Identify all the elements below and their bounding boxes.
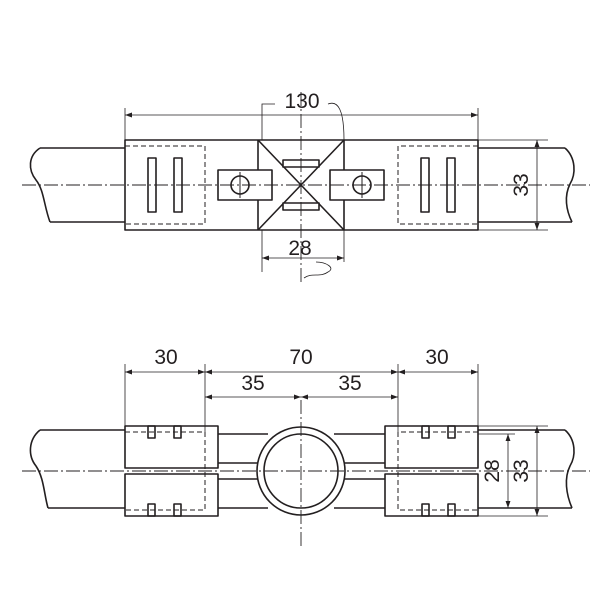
dim-top-center: 28	[261, 230, 345, 279]
dim-bottom-center-label: 70	[289, 346, 312, 369]
dim-bottom-outer-height-label: 33	[510, 459, 533, 482]
dim-top-center-label: 28	[288, 237, 311, 260]
dim-bottom-inner-height: 28	[478, 433, 515, 509]
bottom-left-clamp	[124, 425, 219, 517]
dim-top-overall: 130	[124, 90, 479, 141]
dim-bottom-row1: 30 70 30	[125, 346, 478, 375]
top-pipe-left	[29, 147, 125, 223]
dim-bottom-right-label: 30	[425, 346, 448, 369]
dim-bottom-inner-height-label: 28	[481, 459, 504, 482]
dim-top-height: 33	[478, 139, 548, 231]
dim-bottom-half-left-label: 35	[241, 372, 264, 395]
top-view: 130 33 28	[22, 90, 590, 282]
top-body-outline	[124, 139, 479, 231]
dim-bottom-row2: 35 35	[205, 372, 398, 400]
dim-bottom-half-right-label: 35	[338, 372, 361, 395]
dim-top-overall-label: 130	[284, 90, 319, 113]
dim-top-height-label: 33	[510, 173, 533, 196]
dim-bottom-outer-height: 33	[478, 425, 548, 517]
dim-bottom-left-label: 30	[154, 346, 177, 369]
bottom-pipe-left	[29, 429, 125, 509]
bottom-view: 30 70 30 35 35 28 33	[22, 346, 590, 548]
top-pipe-right	[478, 147, 575, 223]
